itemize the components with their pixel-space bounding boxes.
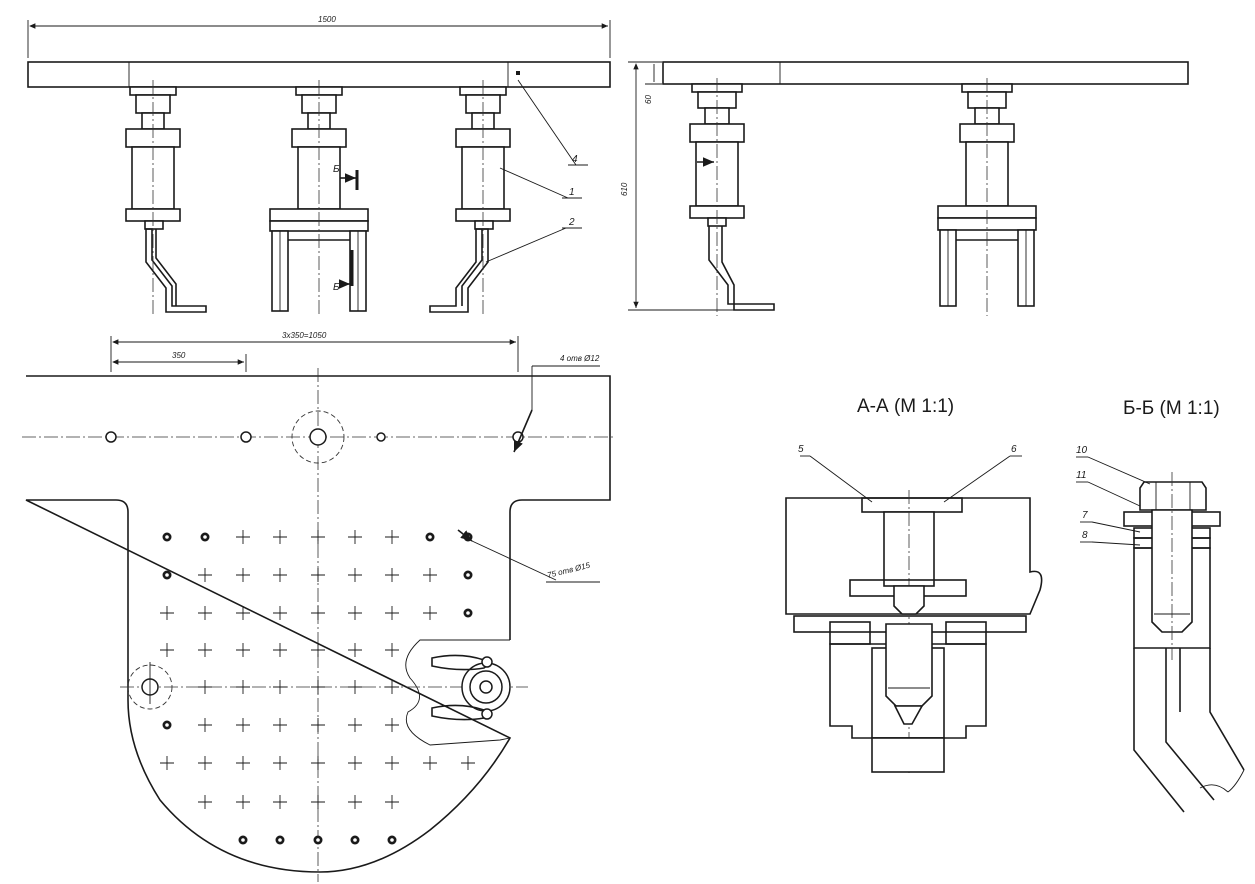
dim-height-total: 610 (620, 182, 629, 196)
section-a-title: А-А (М 1:1) (857, 396, 954, 417)
section-b-title: Б-Б (М 1:1) (1123, 398, 1220, 419)
callout-2: 2 (568, 217, 575, 228)
cut-mark-b-lower: Б (333, 282, 340, 293)
plan-view: 3x350=1050 350 4 отв Ø12 (22, 331, 616, 882)
front-view: 1500 (27, 15, 611, 316)
callout-5: 5 (798, 444, 804, 455)
cut-mark-b-upper: Б (333, 164, 340, 175)
clamp-detail (431, 654, 511, 721)
dim-hole-spacing: 3x350=1050 (282, 331, 327, 340)
gripper-center: Б Б (269, 80, 369, 316)
callout-11: 11 (1076, 470, 1086, 481)
callout-8: 8 (1082, 530, 1088, 541)
callout-4: 4 (572, 154, 578, 165)
callout-10: 10 (1076, 445, 1088, 456)
callout-1: 1 (569, 187, 575, 198)
dim-height-top: 60 (644, 95, 653, 104)
dim-holes-top: 4 отв Ø12 (560, 354, 600, 363)
section-b-b: Б-Б (М 1:1) 10 11 7 8 (1076, 398, 1245, 813)
side-view: 610 60 (620, 61, 1189, 316)
callout-6: 6 (1011, 444, 1017, 455)
gripper-left (125, 80, 207, 316)
dim-holes-grid: 75 отв Ø15 (546, 560, 591, 579)
callout-7: 7 (1082, 510, 1088, 521)
gripper-right (429, 80, 511, 316)
dim-overall-length: 1500 (318, 15, 336, 24)
dim-first-spacing: 350 (172, 351, 186, 360)
hole-grid (160, 530, 475, 845)
section-a-a: А-А (М 1:1) 5 6 (785, 396, 1043, 775)
